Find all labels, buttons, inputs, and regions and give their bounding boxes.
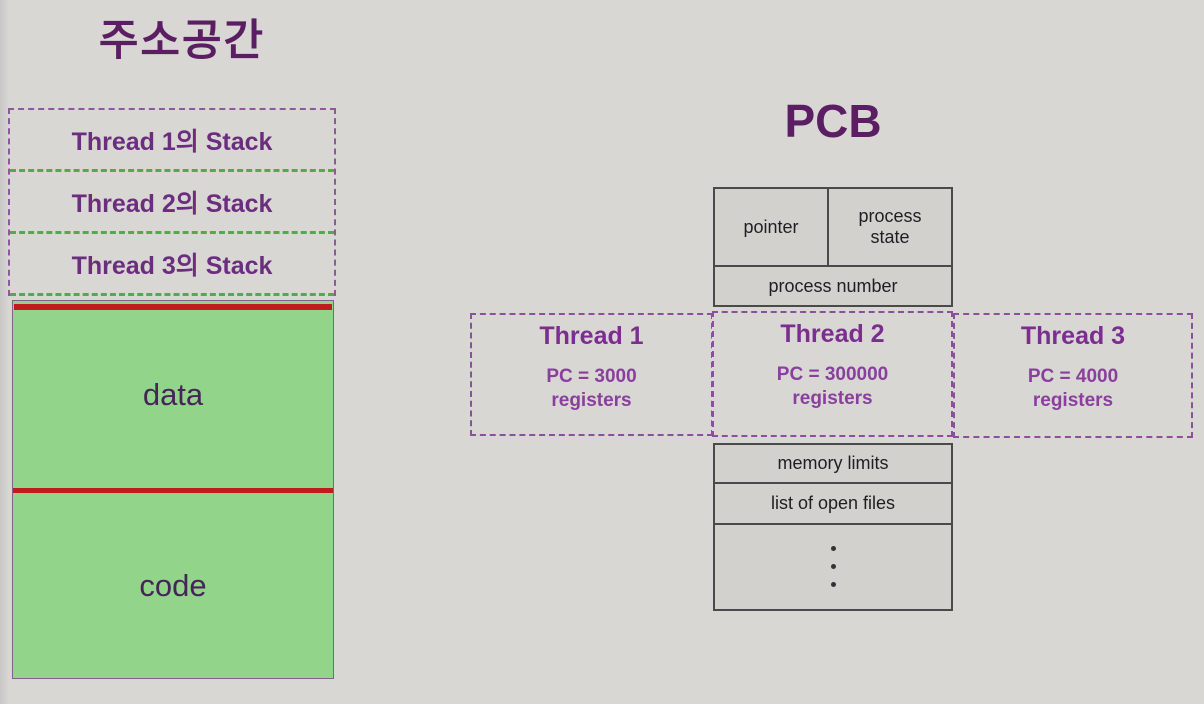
red-divider-middle <box>13 488 333 493</box>
vertical-ellipsis-icon <box>830 545 836 551</box>
address-space-title: 주소공간 <box>98 17 266 65</box>
thread2-box: Thread 2 PC = 300000 registers <box>712 311 953 437</box>
thread2-registers: registers <box>792 388 873 409</box>
thread1-box: Thread 1 PC = 3000 registers <box>470 313 713 436</box>
thread3-pc: PC = 4000 <box>1027 366 1119 387</box>
pcb-table-top: pointer process state process number <box>713 187 953 307</box>
thread3-box: Thread 3 PC = 4000 registers <box>953 313 1193 438</box>
thread1-stack-row: Thread 1의 Stack <box>10 110 334 172</box>
thread2-pc: PC = 300000 <box>776 364 889 385</box>
code-section: code <box>13 493 333 679</box>
thread1-pc: PC = 3000 <box>546 366 637 387</box>
code-label: code <box>139 568 207 603</box>
pointer-cell: pointer <box>715 189 829 265</box>
pcb-table-bottom: memory limits list of open files <box>713 443 953 611</box>
thread1-stack-label: Thread 1의 Stack <box>71 127 273 156</box>
memory-map: data code <box>12 300 334 679</box>
data-label: data <box>142 376 204 412</box>
thread1-registers: registers <box>551 390 632 411</box>
open-files-cell: list of open files <box>715 484 951 525</box>
pcb-row-pointer-state: pointer process state <box>715 189 951 267</box>
data-section: data <box>13 301 333 488</box>
red-divider-top <box>14 304 332 310</box>
thread2-stack-label: Thread 2의 Stack <box>71 189 273 218</box>
thread3-stack-row: Thread 3의 Stack <box>10 234 334 296</box>
pcb-title: PCB <box>784 95 882 147</box>
thread3-registers: registers <box>1032 390 1114 411</box>
memory-limits-cell: memory limits <box>715 445 951 484</box>
thread2-name: Thread 2 <box>780 320 885 348</box>
thread1-name: Thread 1 <box>539 322 644 350</box>
process-number-cell: process number <box>768 275 898 296</box>
thread-stacks-box: Thread 1의 Stack Thread 2의 Stack Thread 3… <box>8 108 336 296</box>
process-state-label: process state <box>858 206 922 247</box>
thread2-stack-row: Thread 2의 Stack <box>10 172 334 234</box>
vertical-ellipsis-icon <box>830 581 836 587</box>
process-state-cell: process state <box>829 189 951 265</box>
vertical-ellipsis-icon <box>830 563 836 569</box>
thread3-stack-label: Thread 3의 Stack <box>71 251 273 280</box>
thread3-name: Thread 3 <box>1020 322 1126 350</box>
ellipsis-cell <box>715 525 951 607</box>
